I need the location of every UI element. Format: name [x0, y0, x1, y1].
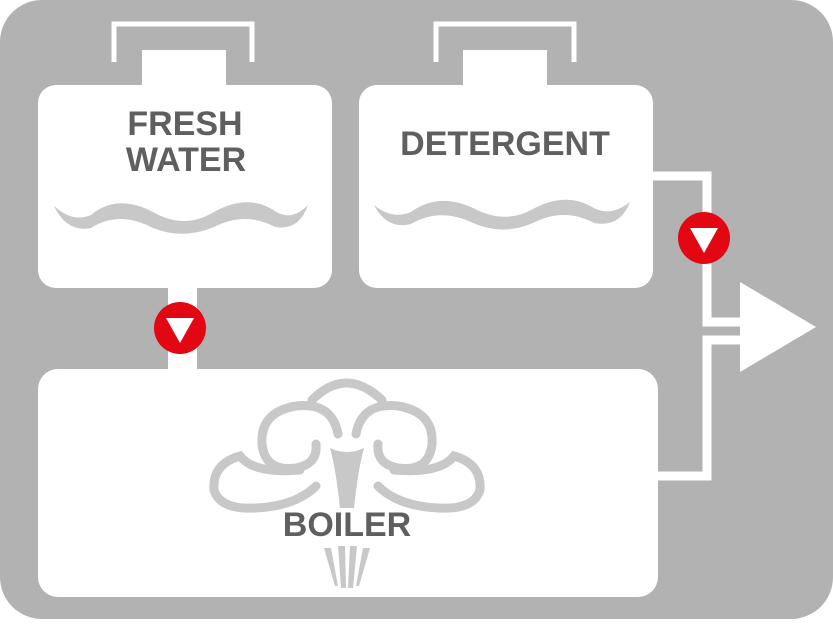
valve-down-triangle-icon	[690, 228, 718, 253]
steam-stem	[330, 448, 364, 508]
fresh-water-label-line2: WATER	[126, 141, 246, 179]
boiler-outlet-pipe	[652, 335, 742, 481]
boiler-label: BOILER	[283, 506, 411, 544]
boiler: BOILER	[38, 369, 658, 597]
fresh-water-valve	[154, 302, 206, 354]
fresh-water-tank-cap	[142, 50, 226, 90]
detergent-tank: DETERGENT	[359, 21, 653, 288]
fresh-water-tank-body	[38, 85, 332, 288]
detergent-label: DETERGENT	[400, 125, 610, 163]
detergent-tank-handle	[433, 21, 577, 62]
steam-cloud-icon	[209, 378, 485, 513]
output-arrow-icon	[740, 282, 816, 372]
detergent-tank-cap	[463, 50, 547, 90]
valve-down-triangle-icon	[166, 318, 194, 343]
steam-jets-icon	[324, 546, 370, 588]
detergent-wave	[374, 199, 630, 230]
fresh-water-tank: FRESH WATER	[38, 21, 332, 288]
fresh-water-label-line1: FRESH	[127, 105, 242, 143]
fresh-water-tank-handle	[111, 21, 255, 62]
fresh-water-wave	[54, 202, 308, 234]
detergent-valve	[678, 212, 730, 264]
detergent-tank-body	[359, 85, 653, 288]
